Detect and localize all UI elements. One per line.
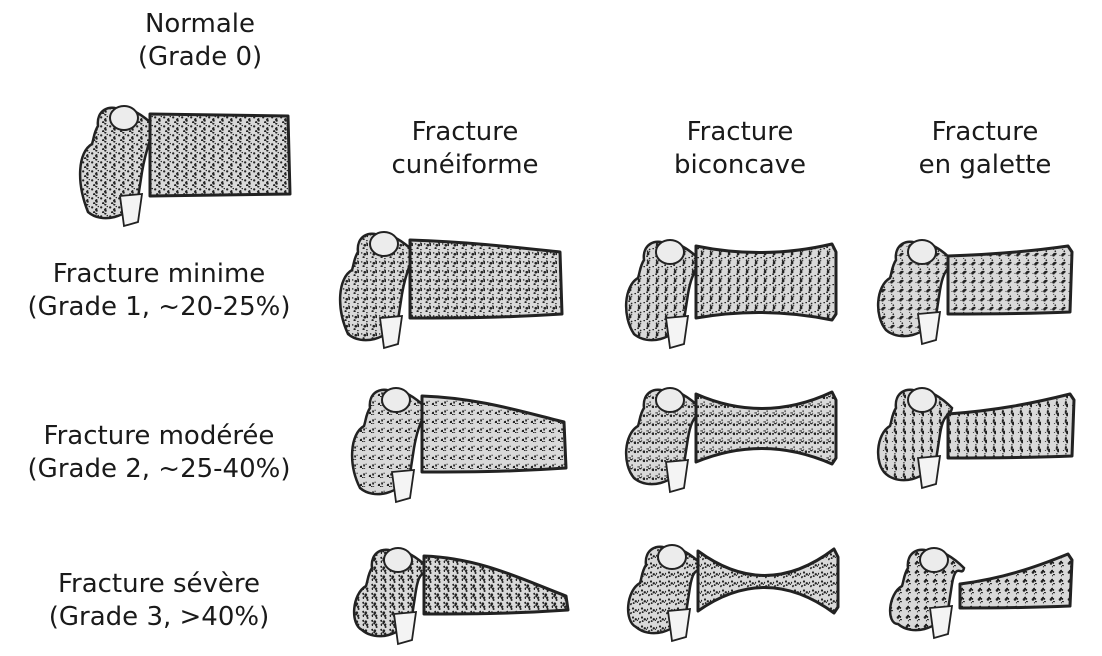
vertebral-body bbox=[410, 240, 562, 318]
inferior-process bbox=[918, 456, 940, 488]
inferior-process bbox=[120, 194, 142, 226]
facet-knob bbox=[110, 106, 138, 130]
row-label-grade1: Fracture minime (Grade 1, ~20-25%) bbox=[0, 258, 318, 324]
normal-label-line1: Normale bbox=[120, 8, 280, 41]
inferior-process bbox=[394, 612, 416, 644]
column-header-wedge-line2: cunéiforme bbox=[370, 149, 560, 182]
facet-knob bbox=[908, 240, 936, 264]
vertebral-body bbox=[424, 556, 568, 614]
vertebra-wedge-grade3 bbox=[346, 538, 588, 656]
normal-label-line2: (Grade 0) bbox=[120, 41, 280, 74]
vertebra-normal bbox=[72, 96, 310, 238]
vertebra-crush-grade1 bbox=[870, 230, 1090, 356]
column-header-crush-line2: en galette bbox=[890, 149, 1080, 182]
row-label-grade2-line2: (Grade 2, ~25-40%) bbox=[0, 453, 318, 486]
inferior-process bbox=[380, 316, 402, 348]
column-header-wedge: Fracture cunéiforme bbox=[370, 116, 560, 182]
row-label-grade2-line1: Fracture modérée bbox=[0, 420, 318, 453]
vertebra-biconcave-grade3 bbox=[620, 535, 856, 653]
vertebra-biconcave-grade1 bbox=[618, 230, 854, 360]
vertebra-crush-grade3 bbox=[882, 538, 1090, 650]
facet-knob bbox=[382, 388, 410, 412]
facet-knob bbox=[658, 545, 686, 569]
facet-knob bbox=[370, 232, 398, 256]
row-label-grade1-line1: Fracture minime bbox=[0, 258, 318, 291]
inferior-process bbox=[668, 609, 690, 641]
column-header-crush-line1: Fracture bbox=[890, 116, 1080, 149]
inferior-process bbox=[930, 606, 952, 638]
facet-knob bbox=[908, 388, 936, 412]
column-header-biconcave-line1: Fracture bbox=[640, 116, 840, 149]
inferior-process bbox=[392, 470, 414, 502]
vertebral-body bbox=[960, 554, 1072, 608]
column-header-biconcave: Fracture biconcave bbox=[640, 116, 840, 182]
vertebral-body bbox=[696, 392, 836, 464]
column-header-wedge-line1: Fracture bbox=[370, 116, 560, 149]
row-label-grade2: Fracture modérée (Grade 2, ~25-40%) bbox=[0, 420, 318, 486]
vertebral-body bbox=[948, 246, 1072, 314]
vertebra-wedge-grade1 bbox=[332, 222, 582, 360]
vertebral-body bbox=[948, 394, 1074, 458]
column-header-biconcave-line2: biconcave bbox=[640, 149, 840, 182]
facet-knob bbox=[656, 388, 684, 412]
inferior-process bbox=[666, 460, 688, 492]
facet-knob bbox=[384, 548, 412, 572]
vertebral-body bbox=[696, 244, 836, 320]
vertebra-biconcave-grade2 bbox=[618, 378, 854, 504]
vertebral-body bbox=[698, 549, 838, 613]
inferior-process bbox=[918, 312, 940, 344]
row-label-grade3-line2: (Grade 3, >40%) bbox=[0, 601, 318, 634]
vertebral-body bbox=[150, 114, 290, 196]
vertebra-crush-grade2 bbox=[870, 378, 1092, 500]
normal-label: Normale (Grade 0) bbox=[120, 8, 280, 74]
vertebra-wedge-grade2 bbox=[344, 378, 586, 514]
vertebral-body bbox=[422, 396, 566, 472]
row-label-grade1-line2: (Grade 1, ~20-25%) bbox=[0, 291, 318, 324]
column-header-crush: Fracture en galette bbox=[890, 116, 1080, 182]
row-label-grade3: Fracture sévère (Grade 3, >40%) bbox=[0, 568, 318, 634]
facet-knob bbox=[920, 548, 948, 572]
inferior-process bbox=[666, 316, 688, 348]
facet-knob bbox=[656, 240, 684, 264]
row-label-grade3-line1: Fracture sévère bbox=[0, 568, 318, 601]
